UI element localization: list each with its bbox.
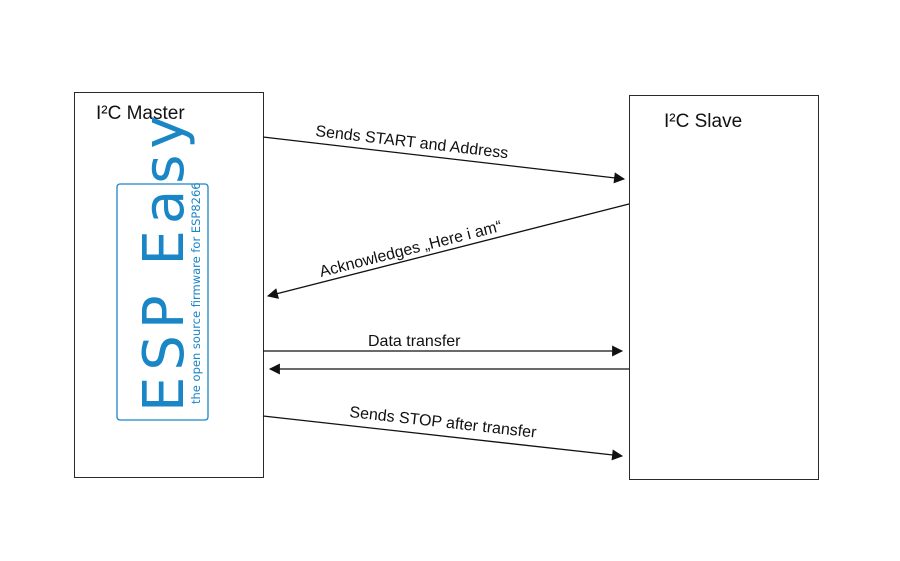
label-data-transfer: Data transfer — [368, 333, 461, 350]
esp-easy-logo: ESP Easy the open source firmware for ES… — [116, 109, 209, 421]
arrow-acknowledge — [266, 203, 630, 299]
label-start-address: Sends START and Address — [315, 123, 510, 162]
message-acknowledge: Acknowledges „Here i am“ — [266, 203, 630, 299]
master-title: I²C Master — [96, 103, 185, 124]
message-data-transfer: Data transfer — [263, 333, 629, 375]
arrow-start-address — [262, 136, 626, 184]
slave-title: I²C Slave — [664, 111, 743, 132]
label-acknowledge: Acknowledges „Here i am“ — [318, 218, 504, 281]
arrow-stop — [262, 415, 624, 461]
i2c-slave-box — [629, 95, 819, 480]
logo-tagline: the open source firmware for ESP8266 — [189, 182, 203, 404]
logo-name: ESP Easy — [132, 109, 197, 412]
message-stop: Sends STOP after transfer — [262, 404, 624, 461]
message-start-address: Sends START and Address — [262, 123, 626, 184]
